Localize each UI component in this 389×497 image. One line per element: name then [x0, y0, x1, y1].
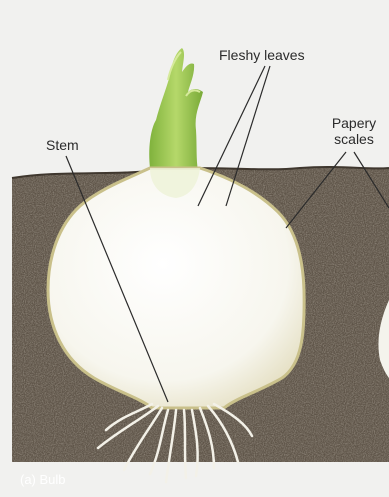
- label-stem: Stem: [46, 137, 79, 153]
- label-fleshy-leaves: Fleshy leaves: [219, 47, 305, 63]
- green-shoot: [149, 48, 203, 170]
- label-papery-line1: Papery: [332, 115, 376, 131]
- label-papery-scales: Papery scales: [326, 115, 382, 147]
- figure-caption: (a) Bulb: [20, 472, 66, 488]
- label-papery-line2: scales: [334, 131, 374, 147]
